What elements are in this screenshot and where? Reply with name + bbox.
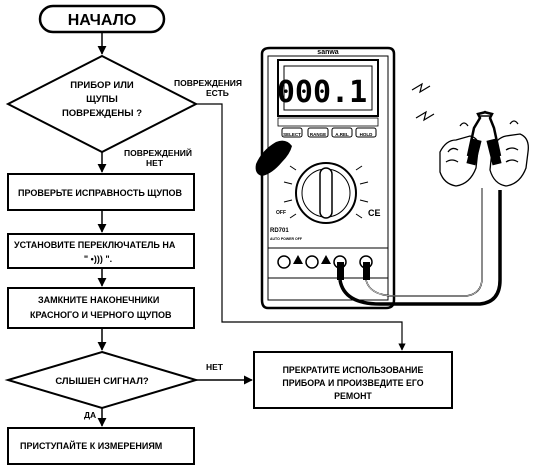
step-check-probes-box (7, 173, 195, 211)
step-short-probes-box (7, 287, 195, 329)
meter-range-button (307, 127, 329, 138)
step-short-probes-line1: ЗАМКНИТЕ НАКОНЕЧНИКИ (38, 295, 159, 305)
meter-select-button (281, 127, 303, 138)
step-start-measuring-box (7, 427, 195, 465)
signal-yes-label: ДА (84, 410, 96, 420)
step-set-switch-line1: УСТАНОВИТЕ ПЕРЕКЛЮЧАТЕЛЬ НА (14, 240, 176, 250)
meter-arel-button (331, 127, 353, 138)
step-check-probes-text: ПРОВЕРЬТЕ ИСПРАВНОСТЬ ЩУПОВ (18, 188, 183, 198)
pressing-finger (255, 140, 292, 176)
stop-repair-box (253, 351, 453, 409)
meter-ce-mark: CE (368, 208, 381, 218)
damaged-no-label-2: НЕТ (146, 158, 164, 168)
damaged-no-label-1: ПОВРЕЖДЕНИЙ (124, 147, 192, 158)
step-set-switch-box (7, 233, 195, 269)
step-start-measuring-text: ПРИСТУПАЙТЕ К ИЗМЕРЕНИЯМ (20, 440, 162, 451)
meter-model: RD701 (270, 228, 289, 234)
stop-repair-line2: ПРИБОРА И ПРОИЗВЕДИТЕ ЕГО (282, 378, 423, 388)
step-set-switch-line2: " •))) ". (84, 254, 112, 264)
black-probe-cable (338, 190, 502, 306)
start-label: НАЧАЛО (68, 12, 137, 29)
meter-display-value: 000.1 (277, 75, 367, 110)
meter-brand: sanwa (317, 49, 339, 56)
step-short-probes-line2: КРАСНОГО И ЧЕРНОГО ЩУПОВ (30, 310, 172, 320)
jack-1 (277, 255, 291, 269)
decision-damaged-line3: ПОВРЕЖДЕНЫ ? (62, 108, 142, 119)
damaged-yes-label-2: ЕСТЬ (206, 88, 229, 98)
meter-hold-label: HOLD (360, 132, 373, 137)
decision-signal-text: СЛЫШЕН СИГНАЛ? (55, 376, 149, 387)
decision-damaged-line1: ПРИБОР ИЛИ (70, 80, 134, 91)
beep-signal-icon (411, 82, 435, 122)
multimeter-illustration: sanwa 000.1 SELECT RANGE A.REL HOLD OFF … (255, 46, 502, 310)
decision-damaged-line2: ЩУПЫ (86, 94, 118, 105)
meter-subtitle: AUTO POWER OFF (270, 237, 303, 241)
jack-2 (305, 255, 319, 269)
meter-off-label: OFF (276, 210, 286, 216)
stop-repair-line3: РЕМОНТ (334, 391, 372, 401)
damaged-yes-label-1: ПОВРЕЖДЕНИЯ (174, 78, 242, 88)
signal-no-label: НЕТ (206, 362, 224, 372)
meter-arel-label: A.REL (335, 132, 349, 137)
meter-hold-button (355, 127, 377, 138)
meter-select-label: SELECT (283, 132, 301, 137)
stop-repair-line1: ПРЕКРАТИТЕ ИСПОЛЬЗОВАНИЕ (283, 365, 424, 375)
meter-range-label: RANGE (310, 132, 326, 137)
hands-with-probes (439, 110, 529, 187)
